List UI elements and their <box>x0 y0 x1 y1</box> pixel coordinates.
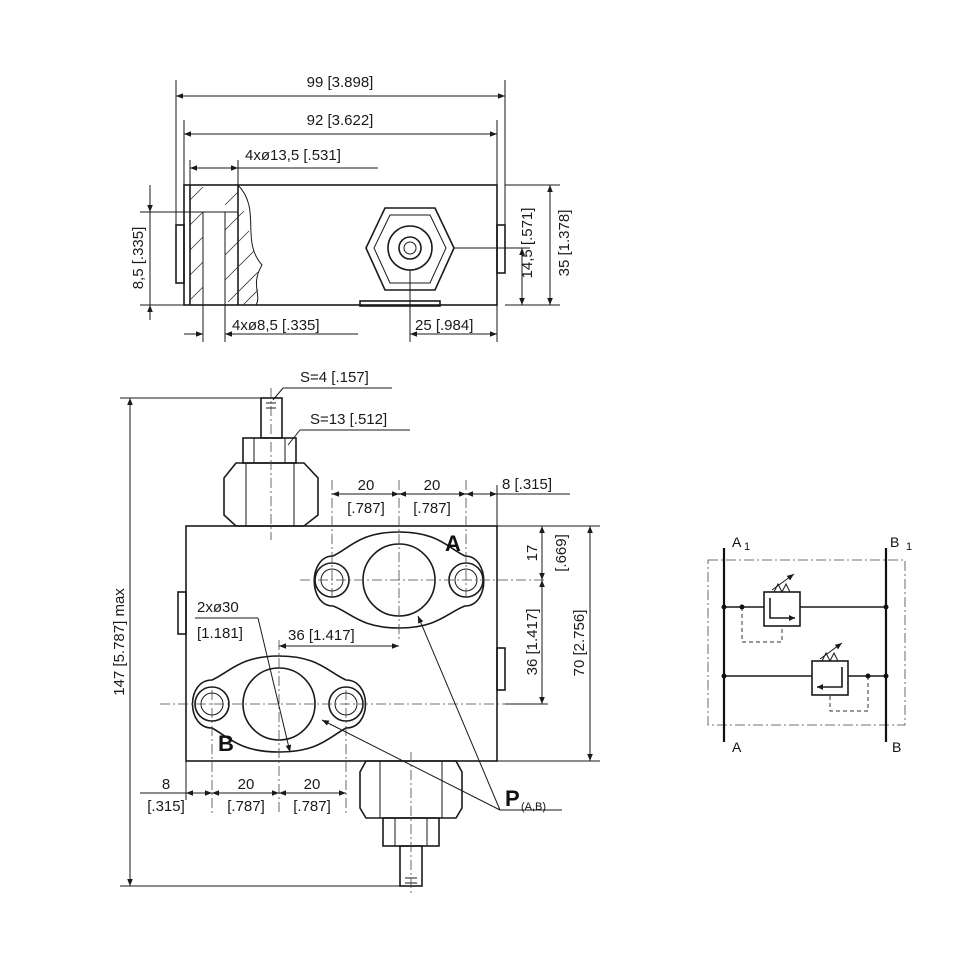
dim-b-edge: 8 <box>162 776 170 793</box>
dim-70: 70 [2.756] <box>571 610 588 677</box>
dim-a-right: 20 <box>424 477 441 494</box>
hex-small-size: S=4 [.157] <box>300 369 369 386</box>
top-view-body <box>183 184 498 306</box>
dim-a-left-inch: [.787] <box>347 500 385 517</box>
dim-b-edge-inch: [.315] <box>147 798 185 815</box>
schematic-label-b1-sub: 1 <box>906 541 912 553</box>
port-b-label: B <box>218 731 234 756</box>
top-adjuster-cartridge <box>223 388 319 540</box>
dim-hole-diameter: 4xø8,5 [.335] <box>232 317 320 334</box>
dim-left-height: 8,5 [.335] <box>130 227 147 290</box>
dim-b-mid-inch: [.787] <box>227 798 265 815</box>
dim-b-right: 20 <box>304 776 321 793</box>
top-view: 99 [3.898] 92 [3.622] 4xø13,5 [.531] 4xø… <box>130 74 573 342</box>
port-p-subscript: (A,B) <box>521 801 546 813</box>
front-view: S=4 [.157] S=13 [.512] 20 [.787] 20 [.78… <box>111 369 600 895</box>
dim-edge-right: 8 [.315] <box>502 476 552 493</box>
dim-147: 147 [5.787] max <box>111 588 128 696</box>
dim-a-right-inch: [.787] <box>413 500 451 517</box>
top-view-dimensions <box>140 80 560 342</box>
left-plug <box>175 224 185 284</box>
schematic-label-a1: A <box>732 534 742 550</box>
relief-valve-upper <box>721 573 889 643</box>
schematic-label-a1-sub: 1 <box>744 541 750 553</box>
schematic-label-b: B <box>892 739 901 755</box>
dim-counterbore-diameter: 4xø13,5 [.531] <box>245 147 341 164</box>
relief-valve-lower <box>721 642 889 712</box>
front-view-dimensions <box>120 387 600 887</box>
schematic-label-a: A <box>732 739 742 755</box>
dim-total-height: 35 [1.378] <box>556 210 573 277</box>
front-left-plug <box>177 591 187 635</box>
dim-17-inch: [.669] <box>553 534 570 572</box>
dim-overall-width: 99 [3.898] <box>307 74 374 91</box>
dim-port-diameter: 2xø30 <box>197 599 239 616</box>
right-plug <box>496 224 506 274</box>
dim-36-horizontal: 36 [1.417] <box>288 627 355 644</box>
dim-b-mid: 20 <box>238 776 255 793</box>
dim-17: 17 <box>524 545 541 562</box>
dim-36-vertical: 36 [1.417] <box>524 609 541 676</box>
dim-port-diameter-inch: [1.181] <box>197 625 243 642</box>
front-right-plug <box>496 647 506 691</box>
dim-port-height: 14,5 [.571] <box>519 208 536 279</box>
dim-b-right-inch: [.787] <box>293 798 331 815</box>
port-a-flange <box>300 480 545 640</box>
dim-a-left: 20 <box>358 477 375 494</box>
counterbore-section <box>189 184 263 306</box>
port-b-flange <box>160 640 545 815</box>
hex-large-size: S=13 [.512] <box>310 411 387 428</box>
bottom-adjuster-cartridge <box>359 752 463 895</box>
port-p-label: P <box>505 786 520 811</box>
hydraulic-schematic: A 1 B 1 A B <box>707 534 912 755</box>
schematic-label-b1: B <box>890 534 899 550</box>
schematic-envelope <box>707 559 906 726</box>
dim-hole-spacing: 92 [3.622] <box>307 112 374 129</box>
front-view-body <box>185 525 498 762</box>
port-a-label: A <box>445 531 461 556</box>
top-view-hex-nut <box>359 207 455 307</box>
dim-port-offset: 25 [.984] <box>415 317 473 334</box>
